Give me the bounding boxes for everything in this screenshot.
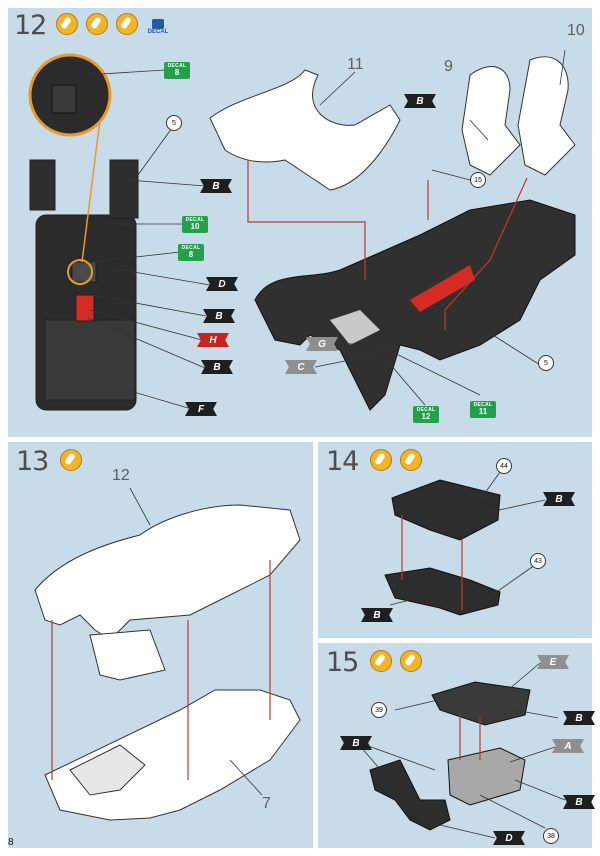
paint-flag-h-1: H: [197, 333, 229, 347]
decal-number: 11: [478, 407, 488, 416]
paint-flag-b-9: B: [563, 795, 595, 809]
step-12-number: 12: [14, 10, 47, 41]
paint-flag-b-4: B: [404, 94, 436, 108]
engine-block-drawing: [447, 747, 526, 806]
paint-flag-f-1: F: [185, 402, 217, 416]
tunnel-part-43: [384, 567, 501, 616]
decal-marker-8: DECAL 8: [178, 244, 204, 261]
tunnel-part-44: [391, 479, 501, 541]
decal-label: DECAL: [416, 407, 436, 413]
part-number-7: 7: [262, 795, 271, 812]
glue-icon: [56, 13, 78, 35]
paint-flag-b-1: B: [200, 179, 232, 193]
step-15-number: 15: [326, 647, 359, 678]
decal-paint-icon: DECAL: [148, 13, 168, 35]
paint-flag-a-1: A: [552, 739, 584, 753]
engine-cover-part-39: [431, 681, 531, 726]
glue-icon: [60, 449, 82, 471]
decal-label: DECAL: [185, 217, 205, 223]
brush-icon: [86, 13, 108, 35]
paint-flag-b-6: B: [361, 608, 393, 622]
part-number-9: 9: [444, 58, 453, 75]
step-13-number: 13: [16, 446, 49, 477]
paint-flag-e-1: E: [537, 655, 569, 669]
paint-flag-b-2: B: [203, 309, 235, 323]
brush-icon: [400, 449, 422, 471]
decal-label: DECAL: [181, 245, 201, 251]
callout-part-38: 38: [543, 828, 559, 844]
decal-marker-11: DECAL 11: [470, 401, 496, 418]
callout-part-5-right: 5: [538, 355, 554, 371]
callout-part-5-left: 5: [166, 115, 182, 131]
paint-flag-c-1: C: [285, 360, 317, 374]
paint-flag-b-8: B: [340, 736, 372, 750]
callout-part-44: 44: [496, 458, 512, 474]
brush-icon: [400, 650, 422, 672]
paint-flag-b-5: B: [543, 492, 575, 506]
decal-marker-8-top: DECAL 8: [164, 62, 190, 79]
body-shell-part-12: [34, 504, 301, 641]
part-number-12: 12: [112, 467, 130, 484]
decal-chip-label: DECAL: [147, 29, 169, 35]
decal-label: DECAL: [473, 402, 493, 408]
part-number-11: 11: [347, 56, 364, 73]
part-number-10: 10: [567, 22, 585, 39]
paint-flag-g-1: G: [306, 337, 338, 351]
decal-marker-12: DECAL 12: [413, 406, 439, 423]
decal-marker-10: DECAL 10: [182, 216, 208, 233]
callout-part-43: 43: [530, 553, 546, 569]
step-14-number: 14: [326, 446, 359, 477]
paint-flag-d-2: D: [493, 831, 525, 845]
decal-number: 12: [421, 412, 431, 421]
star-icon: [116, 13, 138, 35]
decal-number: 10: [190, 222, 200, 231]
glue-icon: [370, 449, 392, 471]
paint-flag-d-1: D: [206, 277, 238, 291]
callout-part-39: 39: [371, 702, 387, 718]
callout-part-15: 15: [470, 172, 486, 188]
seats-9-10: [461, 56, 576, 176]
paint-flag-b-3: B: [201, 360, 233, 374]
chassis-underside-drawing: [29, 159, 139, 411]
dashboard-part-11: [209, 69, 401, 191]
page-number: 8: [8, 837, 14, 848]
paint-flag-b-7: B: [563, 711, 595, 725]
decal-number: 8: [188, 250, 194, 259]
glue-icon: [370, 650, 392, 672]
decal-label: DECAL: [167, 63, 187, 69]
decal-number: 8: [174, 68, 180, 77]
